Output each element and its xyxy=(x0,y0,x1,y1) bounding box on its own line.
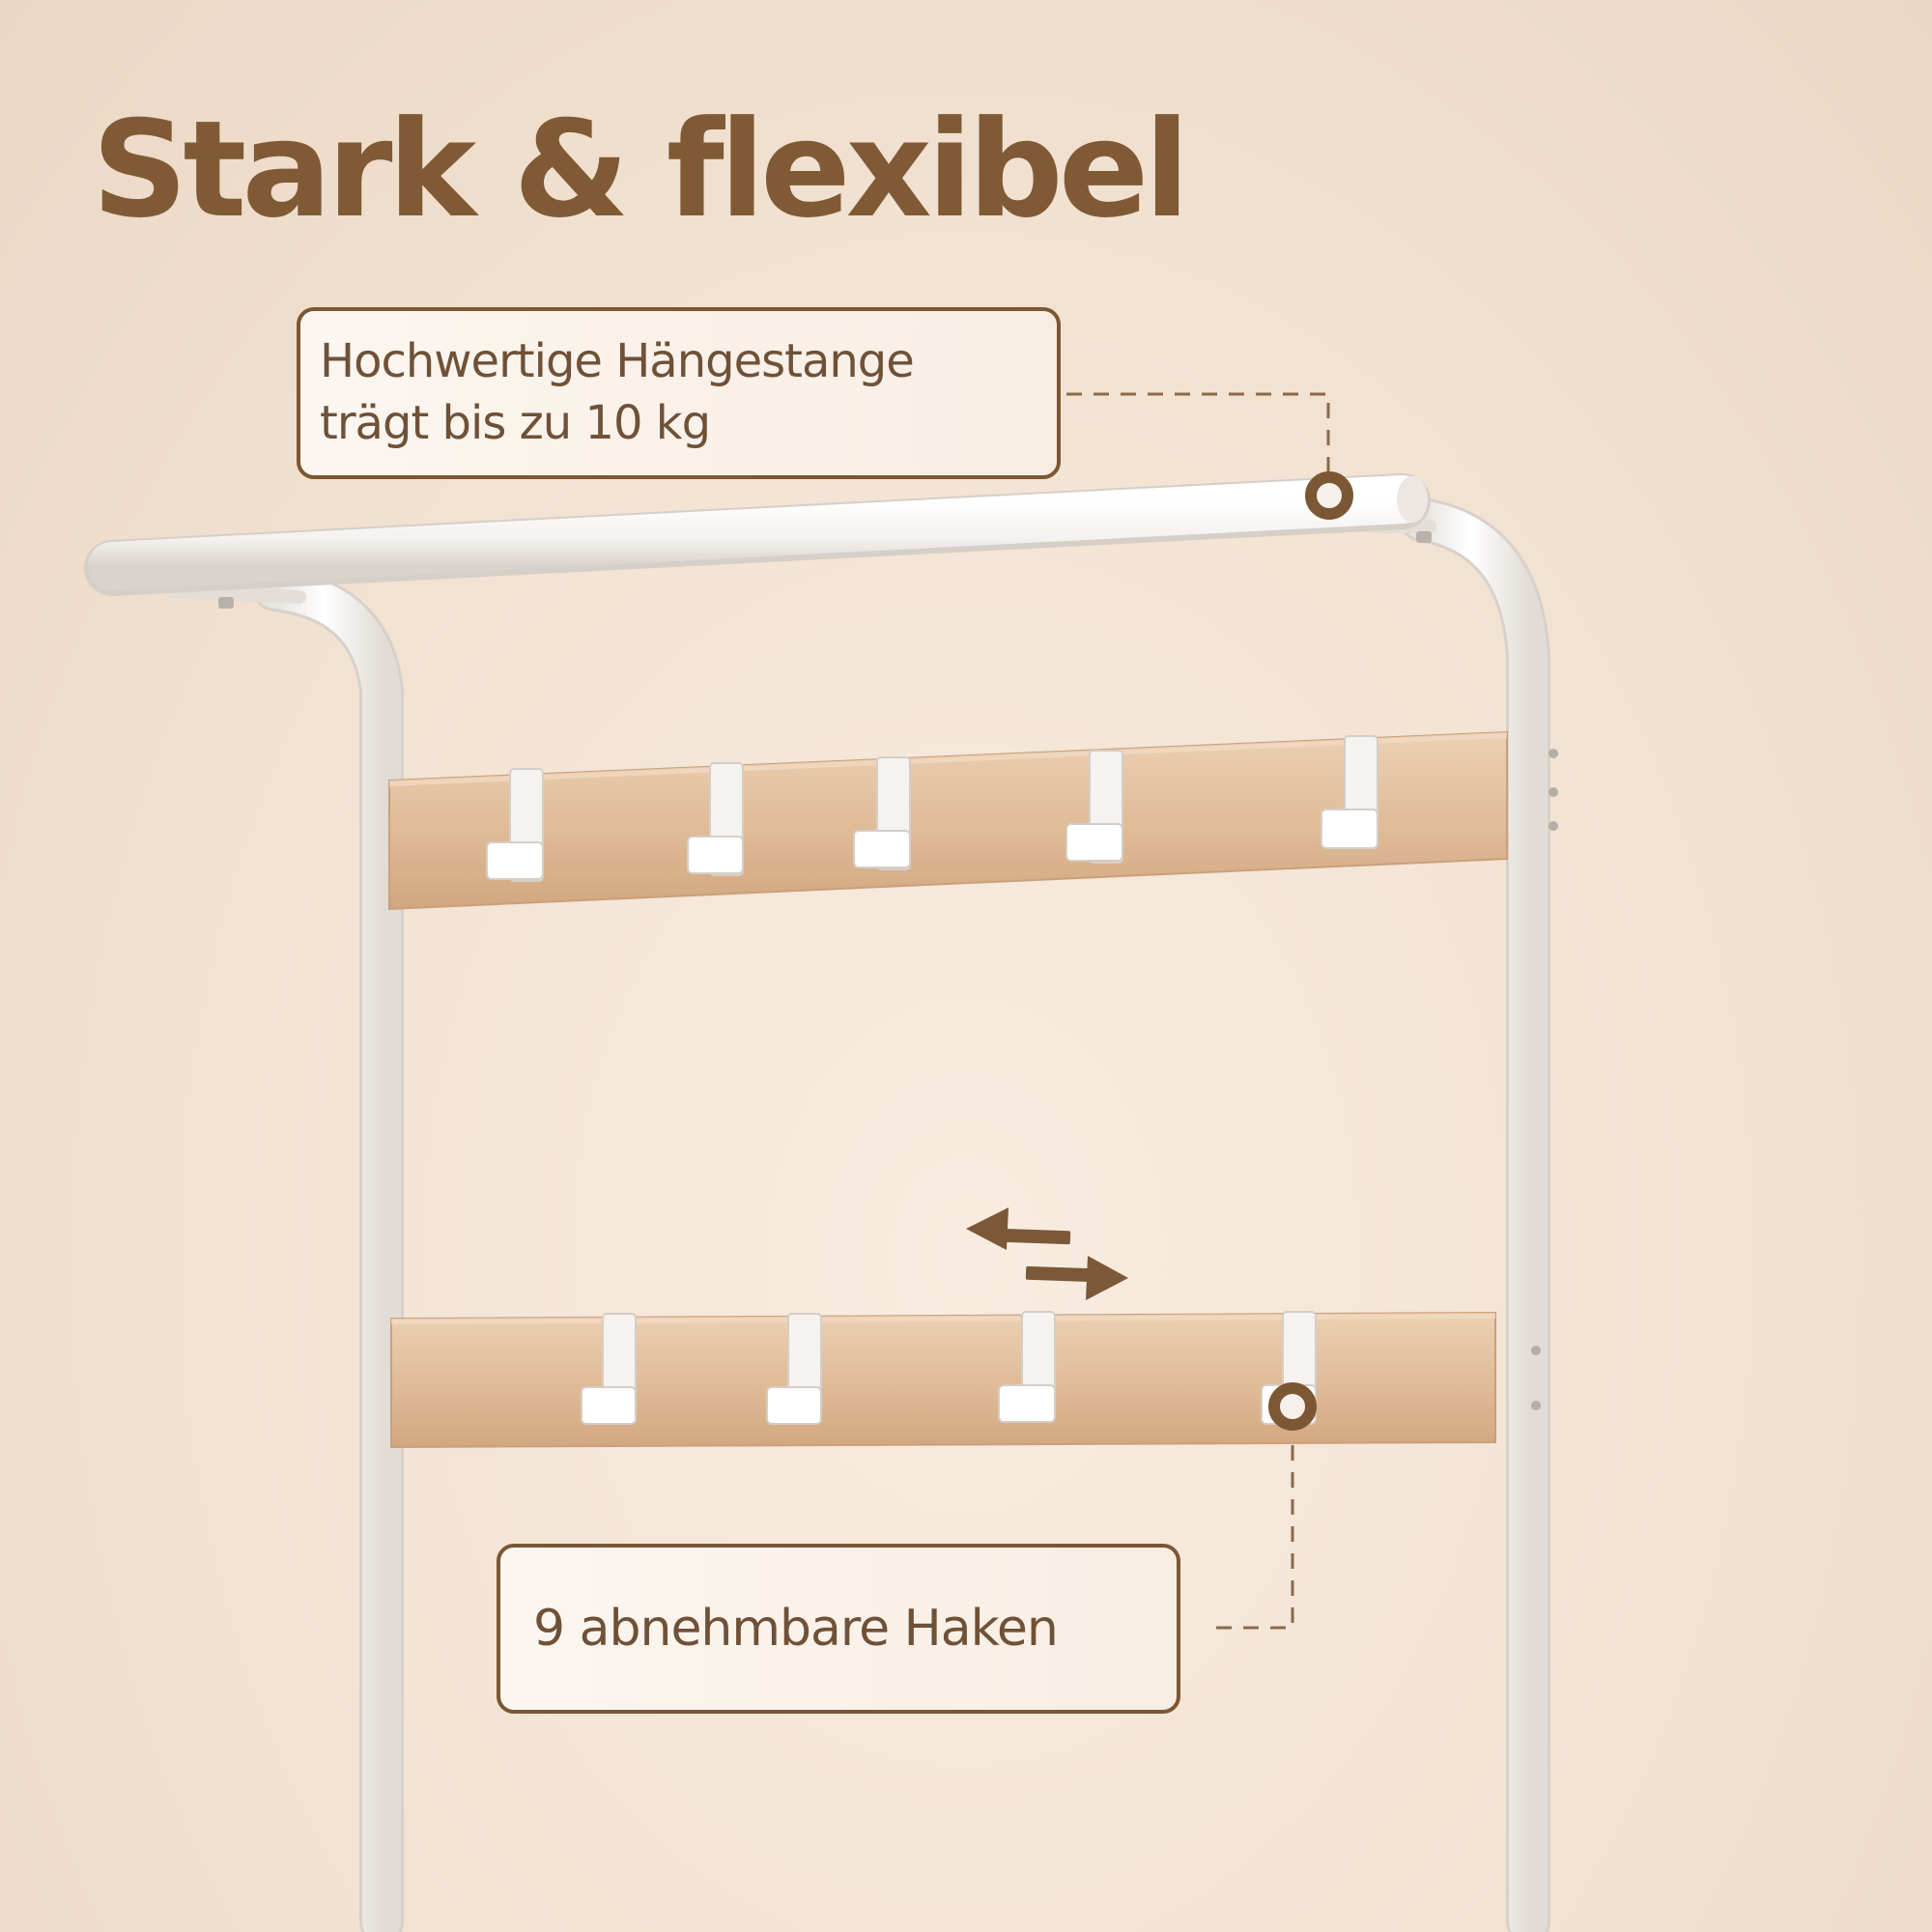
leader-rod xyxy=(1066,392,1330,483)
hook xyxy=(486,768,544,882)
hook xyxy=(581,1313,637,1425)
callout-rod-line-1: Hochwertige Hängestange xyxy=(320,334,915,388)
ring-marker-icon xyxy=(1268,1382,1317,1431)
leader-hooks xyxy=(1213,1418,1294,1630)
hook xyxy=(1065,750,1123,864)
callout-hooks: 9 abnehmbare Haken xyxy=(497,1544,1180,1714)
callout-hanging-rod: Hochwertige Hängestange trägt bis zu 10 … xyxy=(297,307,1061,479)
lower-hook-board xyxy=(390,1311,1496,1449)
hook xyxy=(687,762,744,876)
hook xyxy=(853,756,911,870)
headline: Stark & flexibel xyxy=(92,92,1190,247)
rack-frame xyxy=(165,497,1558,1932)
ring-marker-icon xyxy=(1305,471,1353,520)
upper-hook-board xyxy=(388,730,1508,911)
callout-rod-line-2: trägt bis zu 10 kg xyxy=(320,396,711,450)
hook xyxy=(766,1313,822,1425)
hook xyxy=(1321,735,1378,849)
hanging-rod xyxy=(84,473,1431,596)
double-arrow-icon xyxy=(966,1208,1128,1300)
hook xyxy=(998,1311,1056,1423)
